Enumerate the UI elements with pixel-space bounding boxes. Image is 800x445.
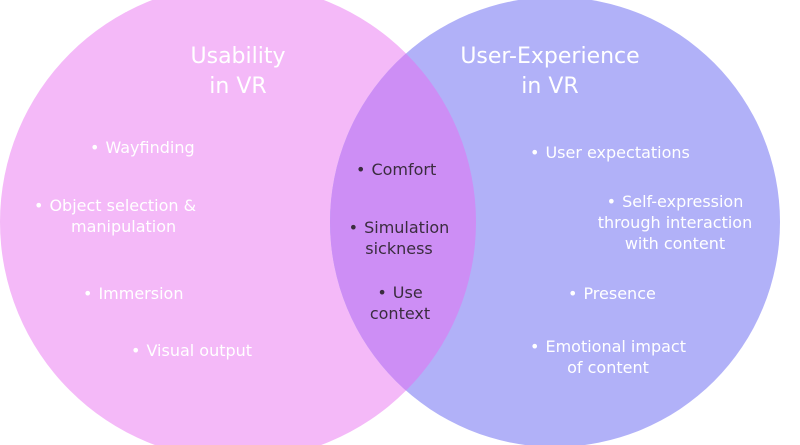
list-item: •Presence xyxy=(568,284,656,303)
list-item: •Object selection &manipulation xyxy=(34,196,197,236)
list-item: •Visual output xyxy=(131,341,253,360)
right-title-line1: User-Experience xyxy=(460,44,640,69)
list-item: •Immersion xyxy=(83,284,184,303)
left-title: Usability in VR xyxy=(178,42,298,102)
left-title-line2: in VR xyxy=(209,74,267,99)
list-item: •Comfort xyxy=(356,160,437,179)
left-circle xyxy=(0,0,476,445)
list-item: •User expectations xyxy=(530,143,690,162)
left-title-line1: Usability xyxy=(190,44,286,69)
right-title: User-Experience in VR xyxy=(440,42,660,102)
list-item: •Wayfinding xyxy=(90,138,195,157)
right-title-line2: in VR xyxy=(521,74,579,99)
overlap-region xyxy=(330,0,476,445)
